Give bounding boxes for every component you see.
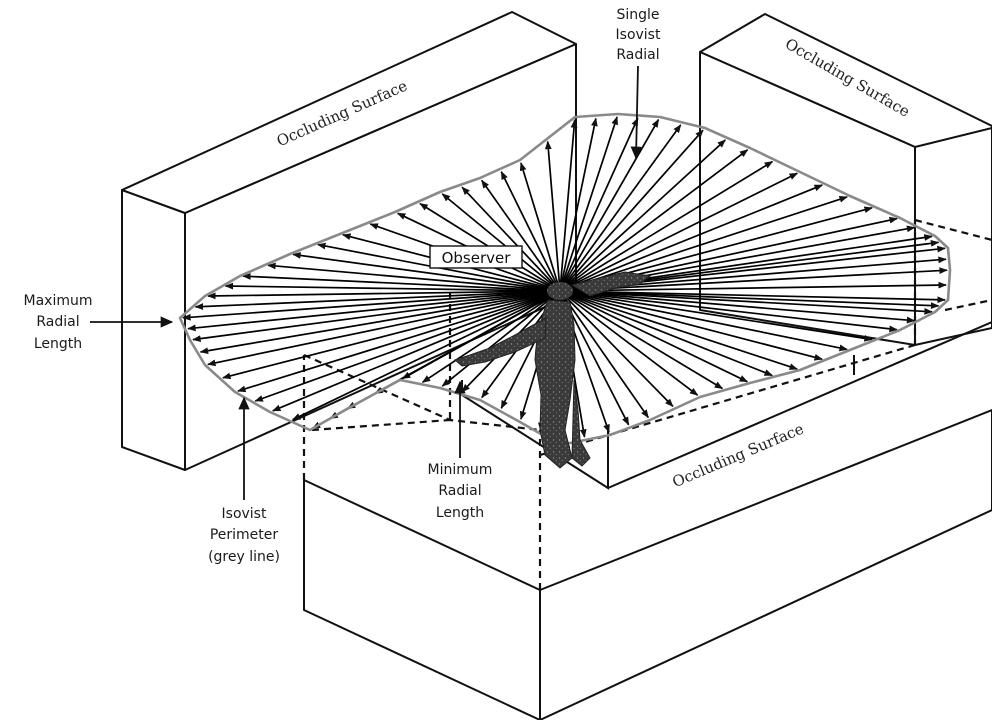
isovist-radial	[519, 162, 561, 292]
min-radial-label-1: Minimum	[428, 462, 493, 478]
right-occluding-wall	[699, 13, 992, 346]
max-radial-label-2: Radial	[36, 314, 79, 330]
isovist-radial	[199, 290, 561, 355]
observer-label: Observer	[429, 245, 523, 269]
isovist-radial	[559, 290, 773, 377]
isovist-radial	[559, 172, 799, 292]
isovist-radial	[187, 290, 561, 332]
isovist-radial	[559, 117, 639, 292]
isovist-radial	[559, 290, 699, 396]
isovist-radial	[559, 290, 946, 304]
perimeter-annotation: Isovist Perimeter (grey line)	[208, 396, 280, 565]
isovist-radial	[267, 262, 561, 292]
min-radial-label-3: Length	[436, 505, 484, 521]
isovist-radial	[461, 186, 561, 292]
isovist-radial	[207, 290, 561, 300]
isovist-radial	[559, 290, 749, 383]
isovist-radial	[292, 252, 561, 292]
isovist-radial	[559, 160, 774, 292]
single-radial-annotation: Single Isovist Radial	[616, 7, 661, 160]
isovist-radial	[544, 140, 561, 292]
max-radial-annotation: Maximum Radial Length	[24, 293, 174, 352]
isovist-radial	[559, 290, 724, 390]
isovist-radial	[194, 290, 561, 310]
max-radial-label-3: Length	[34, 336, 82, 352]
isovist-radial	[559, 290, 873, 342]
observer-figure	[454, 271, 652, 469]
isovist-radial	[224, 282, 561, 292]
isovist-radial	[441, 290, 561, 387]
isovist-radial	[559, 290, 799, 370]
isovist-radial	[559, 116, 618, 292]
isovist-radial	[254, 290, 561, 402]
isovist-radial	[559, 290, 898, 333]
perimeter-label-2: Perimeter	[210, 527, 279, 543]
isovist-radial	[559, 184, 823, 292]
single-radial-label-2: Isovist	[616, 27, 661, 43]
isovist-radial	[291, 290, 561, 421]
isovist-radial	[242, 273, 561, 292]
isovist-radial	[237, 290, 561, 393]
isovist-radial	[559, 267, 948, 292]
left-occluding-wall	[121, 11, 577, 471]
isovist-radial	[421, 290, 561, 384]
perimeter-label-3: (grey line)	[208, 549, 280, 565]
isovist-radial	[559, 281, 947, 292]
isovist-radial	[559, 149, 749, 292]
isovist-radial	[559, 139, 726, 292]
isovist-radial	[222, 290, 561, 380]
isovist-radial	[182, 290, 561, 321]
isovist-radial	[559, 290, 823, 361]
isovist-radial	[559, 290, 916, 324]
isovist-radial	[559, 196, 848, 292]
front-occluding-block	[303, 409, 992, 720]
isovist-radial	[272, 290, 561, 412]
min-radial-annotation: Minimum Radial Length	[428, 380, 493, 521]
single-radial-label-1: Single	[616, 7, 659, 23]
isovist-radial	[559, 290, 933, 315]
isovist-perimeter-line	[178, 112, 952, 447]
isovist-radial	[559, 117, 598, 292]
single-radial-label-3: Radial	[616, 47, 659, 63]
isovist-radial	[441, 193, 561, 292]
isovist-radial	[559, 118, 660, 292]
isovist-radial	[481, 179, 561, 292]
occluding-surface-bottom-label: Occluding Surface	[670, 420, 807, 492]
isovist-radial	[559, 290, 674, 408]
perimeter-label-1: Isovist	[222, 506, 267, 522]
max-radial-label-1: Maximum	[24, 293, 93, 309]
isovist-radial	[559, 290, 649, 419]
isovist-radial	[559, 119, 578, 292]
isovist-radial	[559, 290, 848, 352]
min-radial-label-2: Radial	[438, 483, 481, 499]
isovist-radial	[192, 290, 561, 342]
observer-text: Observer	[442, 249, 512, 267]
isovist-radial	[559, 124, 682, 292]
isovist-radial	[207, 290, 561, 367]
isovist-radial	[559, 290, 940, 309]
isovist-radial	[500, 170, 561, 292]
isovist-radial	[559, 129, 704, 292]
